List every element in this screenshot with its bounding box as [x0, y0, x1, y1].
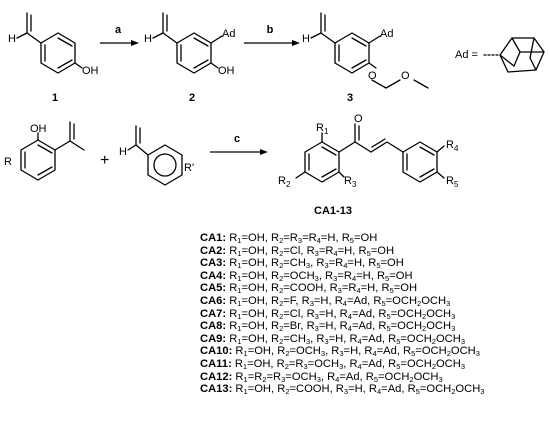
compound-id: CA3: [200, 257, 227, 270]
compound-id: CA2: [200, 244, 227, 257]
compound-definition-row: CA5: R1=OH, R2=COOH, R3=R4=H, R5=OH [200, 282, 484, 295]
compound-definition-row: CA8: R1=OH, R2=Br, R3=H, R4=Ad, R5=OCH2O… [200, 320, 484, 333]
reagent-b-label: b [267, 24, 274, 36]
r1-label: R1 [316, 122, 329, 136]
r2-label: R2 [278, 175, 291, 189]
compound-id: CA5: [200, 282, 227, 295]
substituent-definition: R1=R2=R3=OCH3, R4=Ad, R5=OCH2OCH3 [232, 370, 443, 384]
substituent-definition: R1=OH, R2=Cl, R3=H, R4=Ad, R5=OCH2OCH3 [226, 307, 456, 321]
compound-2-label: 2 [189, 92, 195, 104]
adamantyl-definition-label: Ad = [455, 49, 478, 61]
hydrogen-label: H [302, 33, 310, 45]
substituent-definition: R1=OH, R2=CH3, R3=R4=H, R5=OH [226, 257, 404, 271]
compound-definition-row: CA9: R1=OH, R2=CH3, R3=H, R4=Ad, R5=OCH2… [200, 333, 484, 346]
compound-2-structure: H Ad OH [144, 12, 235, 77]
compound-definition-row: CA10: R1=OH, R2=OCH3, R3=H, R4=Ad, R5=OC… [200, 345, 484, 358]
compound-definition-row: CA4: R1=OH, R2=OCH3, R3=R4=H, R5=OH [200, 270, 484, 283]
compound-3-label: 3 [347, 92, 353, 104]
compound-1-structure: H OH [8, 12, 99, 77]
hydroxyl-label: OH [82, 65, 99, 77]
compound-3-structure: H Ad O O [302, 12, 429, 89]
substituent-definition: R1=OH, R2=Cl, R3=R4=H, R5=OH [226, 244, 395, 258]
compound-id: CA7: [200, 307, 227, 320]
r3-label: R3 [344, 175, 357, 189]
r4-label: R4 [446, 139, 459, 153]
substituent-definition: R1=OH, R2=COOH, R3=H, R4=Ad, R5=OCH2OCH3 [232, 383, 485, 397]
substituent-r-label: R [4, 156, 12, 168]
compound-id: CA4: [200, 269, 227, 282]
compound-id: CA13: [200, 383, 233, 396]
compound-id: CA1: [200, 232, 227, 244]
reagent-c-label: c [234, 133, 240, 145]
compound-definition-row: CA13: R1=OH, R2=COOH, R3=H, R4=Ad, R5=OC… [200, 383, 484, 396]
compound-id: CA11: [200, 357, 232, 370]
compound-id: CA9: [200, 332, 227, 345]
compound-definition-row: CA11: R1=OH, R2=R3=OCH3, R4=Ad, R5=OCH2O… [200, 358, 484, 371]
substituent-definition: R1=OH, R2=OCH3, R3=H, R4=Ad, R5=OCH2OCH3 [232, 345, 480, 359]
hydroxyl-label: OH [218, 65, 235, 77]
compound-id: CA8: [200, 320, 227, 333]
reagent-a-label: a [115, 24, 122, 36]
substituent-definition: R1=OH, R2=F, R3=H, R4=Ad, R5=OCH2OCH3 [226, 294, 451, 308]
hydroxyl-label: OH [30, 123, 47, 135]
compound-1-label: 1 [52, 92, 58, 104]
adamantyl-label: Ad [380, 28, 393, 40]
r5-label: R5 [446, 175, 459, 189]
oxygen-label: O [354, 113, 363, 125]
arrow-c [210, 149, 268, 155]
hydrogen-label: H [144, 33, 152, 45]
compound-definition-row: CA3: R1=OH, R2=CH3, R3=R4=H, R5=OH [200, 257, 484, 270]
compound-id: CA12: [200, 370, 233, 383]
adamantyl-label: Ad [222, 28, 235, 40]
product-label: CA1-13 [314, 205, 352, 217]
compound-definition-row: CA2: R1=OH, R2=Cl, R3=R4=H, R5=OH [200, 245, 484, 258]
compound-id: CA10: [200, 345, 233, 358]
hydrogen-label: H [119, 146, 127, 158]
adamantane-structure [483, 37, 545, 73]
oxygen-label: O [401, 70, 410, 82]
substituent-definition: R1=OH, R2=CH3, R3=H, R4=Ad, R5=OCH2OCH3 [226, 332, 466, 346]
hydrogen-label: H [8, 33, 16, 45]
arrow-b [244, 40, 300, 46]
substituent-r-prime-label: R' [184, 162, 194, 174]
substituent-definition: R1=OH, R2=Br, R3=H, R4=Ad, R5=OCH2OCH3 [226, 320, 456, 334]
compound-definition-row: CA7: R1=OH, R2=Cl, R3=H, R4=Ad, R5=OCH2O… [200, 308, 484, 321]
compound-definition-row: CA6: R1=OH, R2=F, R3=H, R4=Ad, R5=OCH2OC… [200, 295, 484, 308]
compound-id: CA6: [200, 294, 227, 307]
substituent-definition: R1=OH, R2=R3=OCH3, R4=Ad, R5=OCH2OCH3 [231, 357, 466, 371]
substituent-definition: R1=OH, R2=OCH3, R3=R4=H, R5=OH [226, 269, 413, 283]
plus-sign: + [100, 152, 109, 169]
compound-definition-row: CA12: R1=R2=R3=OCH3, R4=Ad, R5=OCH2OCH3 [200, 371, 484, 384]
oxygen-label: O [368, 70, 377, 82]
benzaldehyde-structure: H R' [119, 125, 194, 186]
compound-definition-row: CA1: R1=OH, R2=R3=R4=H, R5=OH [200, 232, 484, 245]
arrow-a [100, 40, 139, 46]
chalcone-structure: R1 O R2 R3 R4 R5 [278, 113, 459, 189]
hydroxyacetophenone-structure: OH R [4, 121, 85, 181]
substituent-definition: R1=OH, R2=COOH, R3=R4=H, R5=OH [226, 282, 418, 296]
substituent-definition: R1=OH, R2=R3=R4=H, R5=OH [226, 232, 378, 245]
